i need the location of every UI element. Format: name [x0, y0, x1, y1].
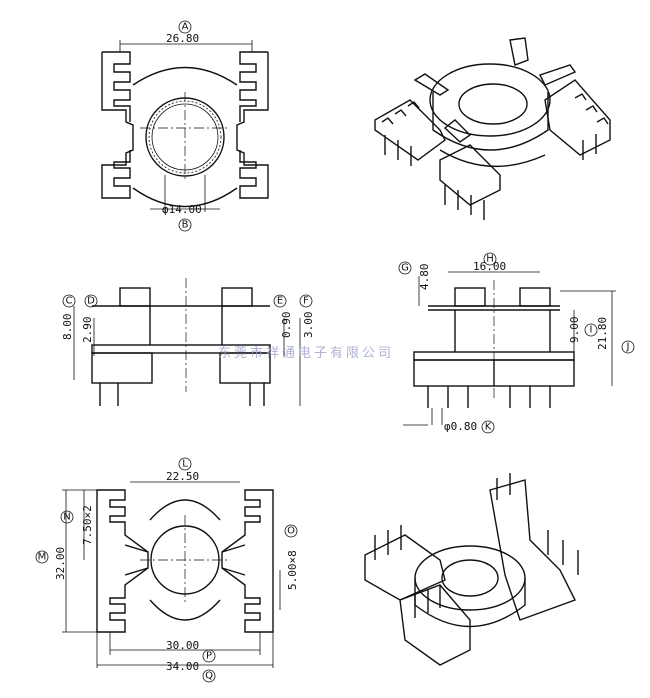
- dim-j-value: 21.80: [596, 317, 609, 350]
- dim-g-value: 4.80: [418, 264, 431, 291]
- dim-o-letter: O: [287, 526, 295, 537]
- isometric-view-top: [374, 37, 611, 220]
- dim-h-letter: H: [486, 254, 494, 265]
- top-view: 26.80 A φ14.00 B: [101, 20, 269, 232]
- dim-f-value: 3.00: [302, 312, 315, 339]
- front-view: 8.00 C 2.90 D 0.90 E 3.00 F: [61, 278, 315, 406]
- dim-q-letter: Q: [205, 671, 213, 682]
- dim-j-letter: J: [626, 342, 630, 353]
- dim-i-letter: I: [590, 325, 593, 336]
- bottom-view: 22.50 L 32.00 M 7.50×2 N 5.00×8 O 30.00 …: [35, 457, 299, 683]
- dim-n-letter: N: [63, 512, 70, 523]
- dim-o-value: 5.00×8: [286, 550, 299, 590]
- dim-n-value: 7.50×2: [81, 505, 94, 545]
- dim-c-letter: C: [66, 296, 73, 307]
- dim-b-letter: B: [182, 220, 189, 231]
- dim-h-value: 16.00: [473, 260, 506, 273]
- isometric-view-bottom: [364, 473, 579, 666]
- dim-a-value: 26.80: [166, 32, 199, 45]
- dim-m-letter: M: [38, 552, 47, 563]
- dim-f-letter: F: [303, 296, 309, 307]
- dim-e-letter: E: [277, 296, 283, 307]
- dim-l-value: 22.50: [166, 470, 199, 483]
- company-watermark: 东莞市祥通电子有限公司: [218, 345, 394, 361]
- dim-d-value: 2.90: [81, 317, 94, 344]
- dim-g-letter: G: [401, 263, 409, 274]
- dim-k-value: φ0.80: [444, 420, 477, 433]
- dim-d-letter: D: [87, 296, 95, 307]
- dim-k-letter: K: [485, 422, 492, 433]
- dim-i-value: 9.00: [568, 317, 581, 344]
- dim-b-value: φ14.00: [162, 203, 202, 216]
- dim-a-letter: A: [182, 22, 189, 33]
- dim-q-value: 34.00: [166, 660, 199, 673]
- dim-l-letter: L: [182, 459, 188, 470]
- dim-p-letter: P: [206, 651, 212, 662]
- dim-c-value: 8.00: [61, 314, 74, 341]
- side-view: 4.80 G 16.00 H 9.00 I 21.80 J φ0.80 K: [398, 252, 635, 434]
- dim-p-value: 30.00: [166, 639, 199, 652]
- dim-e-value: 0.90: [280, 312, 293, 339]
- dim-m-value: 32.00: [54, 547, 67, 580]
